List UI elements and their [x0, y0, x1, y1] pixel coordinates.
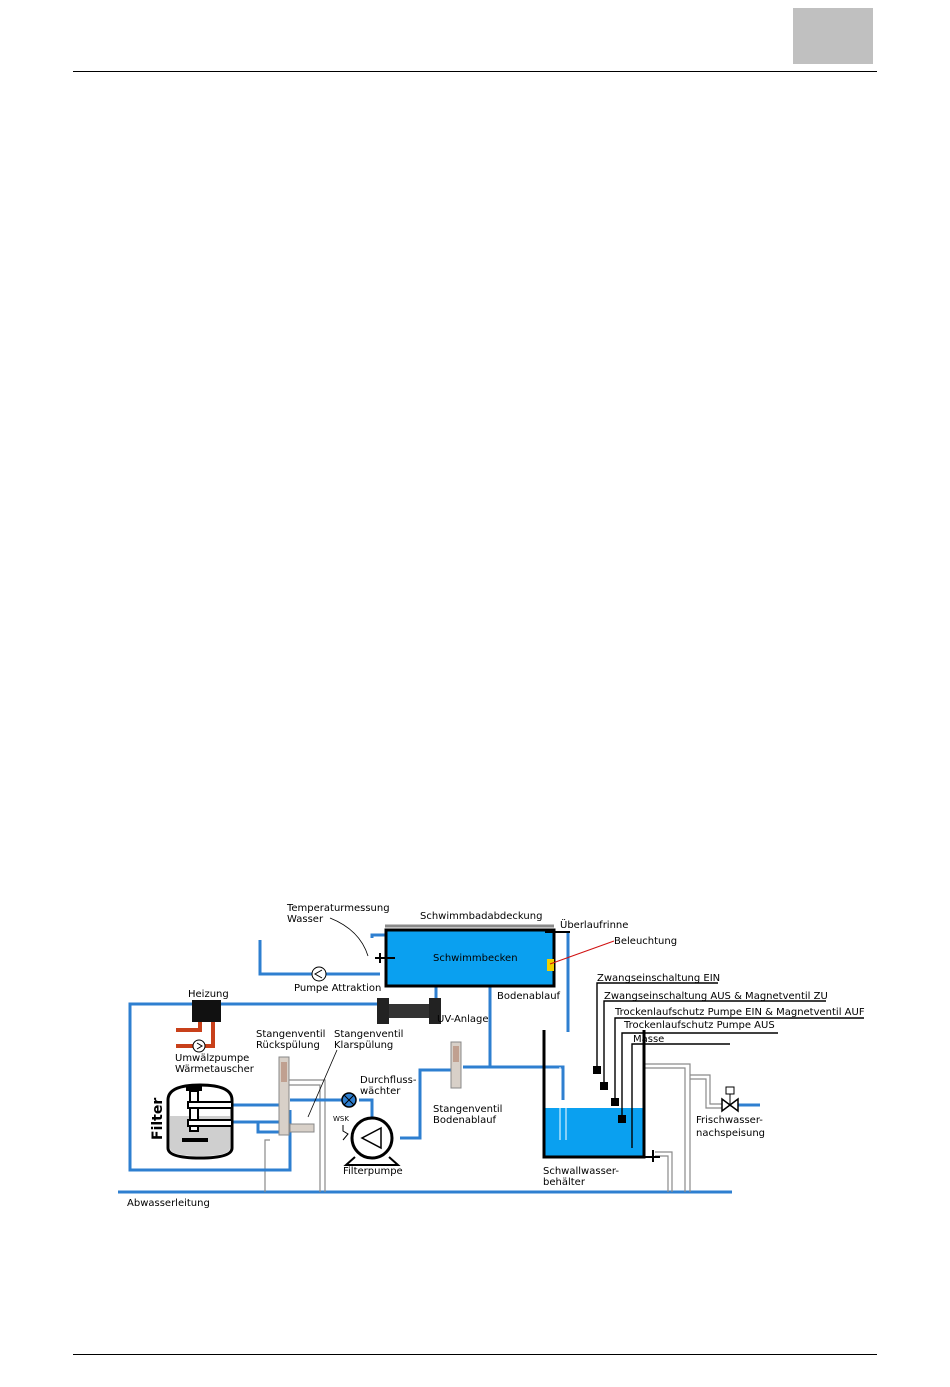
- rod-valve-backwash: [278, 1056, 315, 1136]
- label-waste: Abwasserleitung: [127, 1198, 210, 1209]
- label-light: Beleuchtung: [614, 936, 677, 947]
- label-surge-2: behälter: [543, 1177, 586, 1188]
- label-flow-2: wächter: [360, 1086, 401, 1097]
- filter-tank: Filter: [150, 1083, 234, 1160]
- pool-label: Schwimmbecken: [433, 953, 518, 964]
- label-circ-pump: Umwälzpumpe: [175, 1053, 249, 1064]
- label-uv: UV-Anlage: [437, 1014, 489, 1025]
- label-rod-floor-2: Bodenablauf: [433, 1115, 497, 1126]
- label-sensor-1: Zwangseinschaltung EIN: [597, 973, 720, 984]
- attraction-pump-icon: [311, 966, 327, 982]
- label-sensor-5: Masse: [633, 1034, 664, 1045]
- surge-tank: [542, 1030, 660, 1162]
- sensor-wires: [593, 982, 864, 1148]
- label-pump-attraction: Pumpe Attraktion: [294, 983, 381, 994]
- pool-basin: Schwimmbecken: [375, 924, 570, 988]
- label-rod-clear-1: Stangenventil: [334, 1029, 403, 1040]
- header-gray-box: [793, 8, 873, 64]
- label-sensor-2: Zwangseinschaltung AUS & Magnetventil ZU: [604, 991, 828, 1002]
- pointer-lines: [307, 917, 615, 1118]
- light-fixture: [547, 959, 554, 971]
- heating-unit: [176, 1000, 221, 1053]
- label-fresh-1: Frischwasser-: [696, 1115, 763, 1126]
- gray-pipes: [264, 1063, 722, 1192]
- fresh-water-valve-icon: [721, 1086, 739, 1113]
- label-sensor-4: Trockenlaufschutz Pumpe AUS: [623, 1020, 775, 1031]
- label-rod-back-1: Stangenventil: [256, 1029, 325, 1040]
- label-heat-exchanger: Wärmetauscher: [175, 1064, 255, 1075]
- uv-unit: [377, 998, 441, 1024]
- label-temp-2: Wasser: [287, 914, 324, 925]
- label-rod-back-2: Rückspülung: [256, 1040, 320, 1051]
- footer-rule: [73, 1354, 877, 1355]
- label-temp: Temperaturmessung: [286, 903, 390, 914]
- label-surge-1: Schwallwasser-: [543, 1166, 619, 1177]
- label-sensor-3: Trockenlaufschutz Pumpe EIN & Magnetvent…: [614, 1007, 865, 1018]
- label-floor-drain: Bodenablauf: [497, 991, 561, 1002]
- wsk-label: WSK: [333, 1115, 349, 1123]
- rod-valve-floor: [450, 1041, 462, 1089]
- label-cover: Schwimmbadabdeckung: [420, 911, 542, 922]
- label-flow-1: Durchfluss-: [360, 1075, 417, 1086]
- wsk-symbol: WSK: [333, 1115, 349, 1141]
- label-heating: Heizung: [188, 989, 229, 1000]
- label-filter-pump: Filterpumpe: [343, 1166, 403, 1177]
- filter-label: Filter: [150, 1098, 166, 1140]
- label-fresh-2: nachspeisung: [696, 1128, 765, 1139]
- flow-switch-icon: [341, 1092, 357, 1108]
- header-rule: [73, 71, 877, 72]
- label-rod-clear-2: Klarspülung: [334, 1040, 393, 1051]
- label-overflow: Überlaufrinne: [560, 918, 628, 931]
- filter-pump-icon: [343, 1116, 401, 1166]
- label-rod-floor-1: Stangenventil: [433, 1104, 502, 1115]
